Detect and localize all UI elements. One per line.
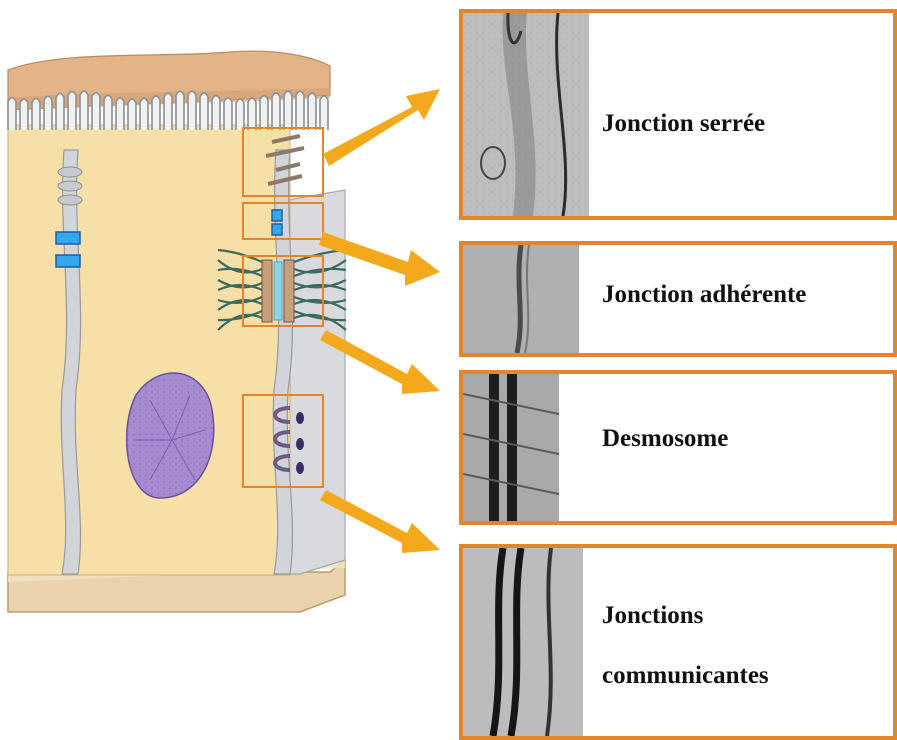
panel-tight-junction: Jonction serrée — [459, 9, 897, 220]
electron-micrograph-tight-junction-icon — [463, 13, 589, 216]
microvillus — [224, 98, 232, 130]
panel-adherens-junction: Jonction adhérente — [459, 241, 897, 357]
label-gap-junction-line-1: Jonctions — [602, 586, 769, 646]
microvillus — [188, 91, 196, 130]
microvillus — [56, 93, 64, 130]
microvillus — [152, 96, 160, 130]
microvillus — [128, 99, 136, 130]
microvillus — [200, 93, 208, 130]
microvillus — [272, 93, 280, 130]
microvillus — [320, 96, 328, 130]
label-adherens-junction: Jonction adhérente — [602, 280, 806, 310]
microvillus — [140, 98, 148, 130]
microvillus — [308, 93, 316, 130]
microvillus — [164, 93, 172, 130]
electron-micrograph-gap-junction-icon — [463, 548, 583, 736]
microvillus — [20, 99, 28, 130]
microvillus — [8, 98, 16, 130]
arrow-to-tight-junction — [323, 89, 440, 166]
microvillus — [80, 91, 88, 130]
electron-micrograph-adherens-junction-icon — [463, 245, 579, 353]
cell-body — [8, 125, 290, 575]
microvillus — [236, 99, 244, 130]
panel-gap-junction: Jonctions communicantes — [459, 544, 897, 740]
label-desmosome: Desmosome — [602, 424, 728, 454]
microvillus — [176, 91, 184, 130]
label-gap-junction: Jonctions communicantes — [602, 586, 769, 706]
label-gap-junction-line-2: communicantes — [602, 646, 769, 706]
microvillus — [92, 93, 100, 130]
electron-micrograph-desmosome-icon — [463, 374, 559, 521]
microvilli — [8, 91, 328, 130]
microvillus — [68, 91, 76, 130]
microvillus — [296, 91, 304, 130]
microvillus — [212, 96, 220, 130]
microvillus — [284, 91, 292, 130]
label-tight-junction: Jonction serrée — [602, 109, 765, 139]
microvillus — [248, 98, 256, 130]
microvillus — [32, 98, 40, 130]
panel-desmosome: Desmosome — [459, 370, 897, 525]
microvillus — [104, 95, 112, 130]
microvillus — [260, 96, 268, 130]
microvillus — [44, 96, 52, 130]
microvillus — [116, 98, 124, 130]
